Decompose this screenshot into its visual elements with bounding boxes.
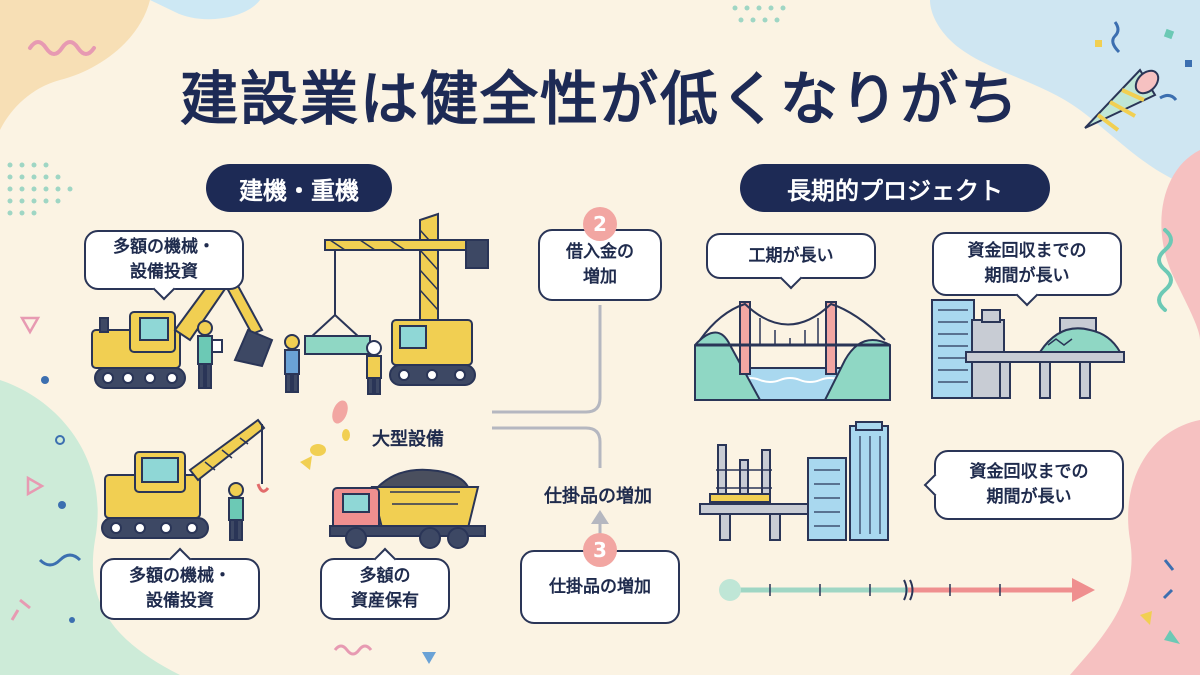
squiggle-bottom-left [38,553,82,567]
dots-left [7,162,73,216]
blob-right-mid [1161,150,1200,340]
confetti-right [1162,559,1175,600]
dump-truck-icon [329,468,486,549]
bubble-payback-period-1: 資金回収までの 期間が長い [932,232,1122,296]
worker-icon-1 [197,320,223,389]
worker-icon-3 [366,340,382,395]
party-horn-icon [1084,21,1192,132]
triangle-left-2 [26,475,45,497]
suspension-bridge-icon [694,301,891,401]
triangle-bottom [422,652,436,664]
bubble-asset-holdings: 多額の 資産保有 [320,558,450,620]
confetti-bottom-left [10,598,31,621]
bubble-payback-period-2: 資金回収までの 期間が長い [934,450,1124,520]
crawler-crane-icon [101,418,270,539]
dot-left-1 [41,376,49,384]
dot-left-3 [58,501,66,509]
blob-left-bottom [0,380,180,675]
worker-icon-4 [228,482,244,541]
worker-icon-2 [284,334,300,393]
large-equipment-label: 大型設備 [372,429,444,450]
squiggle-right [1157,228,1173,312]
bubble-excavator-investment: 多額の機械・ 設備投資 [84,230,244,290]
construction-site-icon [699,421,889,541]
steel-beam [304,335,371,355]
dot-left-2 [55,435,65,445]
arrow-up-icon [591,510,609,524]
squiggle-top-left [28,40,96,56]
decorative-swoosh [310,400,350,456]
step-badge-3: 3 [583,533,617,567]
triangle-bottom-right [1140,611,1152,625]
dot-left-4 [69,617,75,623]
section-pill-left: 建機・重機 [206,164,392,212]
squiggle-bottom-mid [333,644,373,656]
triangle-bottom-right-2 [1164,630,1180,644]
triangle-left-1 [19,316,41,335]
section-pill-right: 長期的プロジェクト [740,164,1050,212]
step-badge-2: 2 [583,207,617,241]
tower-crane-icon [309,212,489,386]
blob-top-right [930,0,1200,190]
dots-top-right [732,5,786,23]
blob-top-left [0,0,150,130]
blob-right-bottom [1070,420,1200,675]
wip-increase-label: 仕掛品の増加 [544,486,652,507]
bubble-long-construction: 工期が長い [706,233,876,279]
timeline-arrow-icon [719,578,1095,602]
page-title: 建設業は健全性が低くなりがち [179,65,1020,133]
city-buildings-icon [931,299,1125,399]
triangle-left-3 [300,456,312,470]
blob-top-mid [150,0,260,20]
bubble-crane-investment: 多額の機械・ 設備投資 [100,558,260,620]
